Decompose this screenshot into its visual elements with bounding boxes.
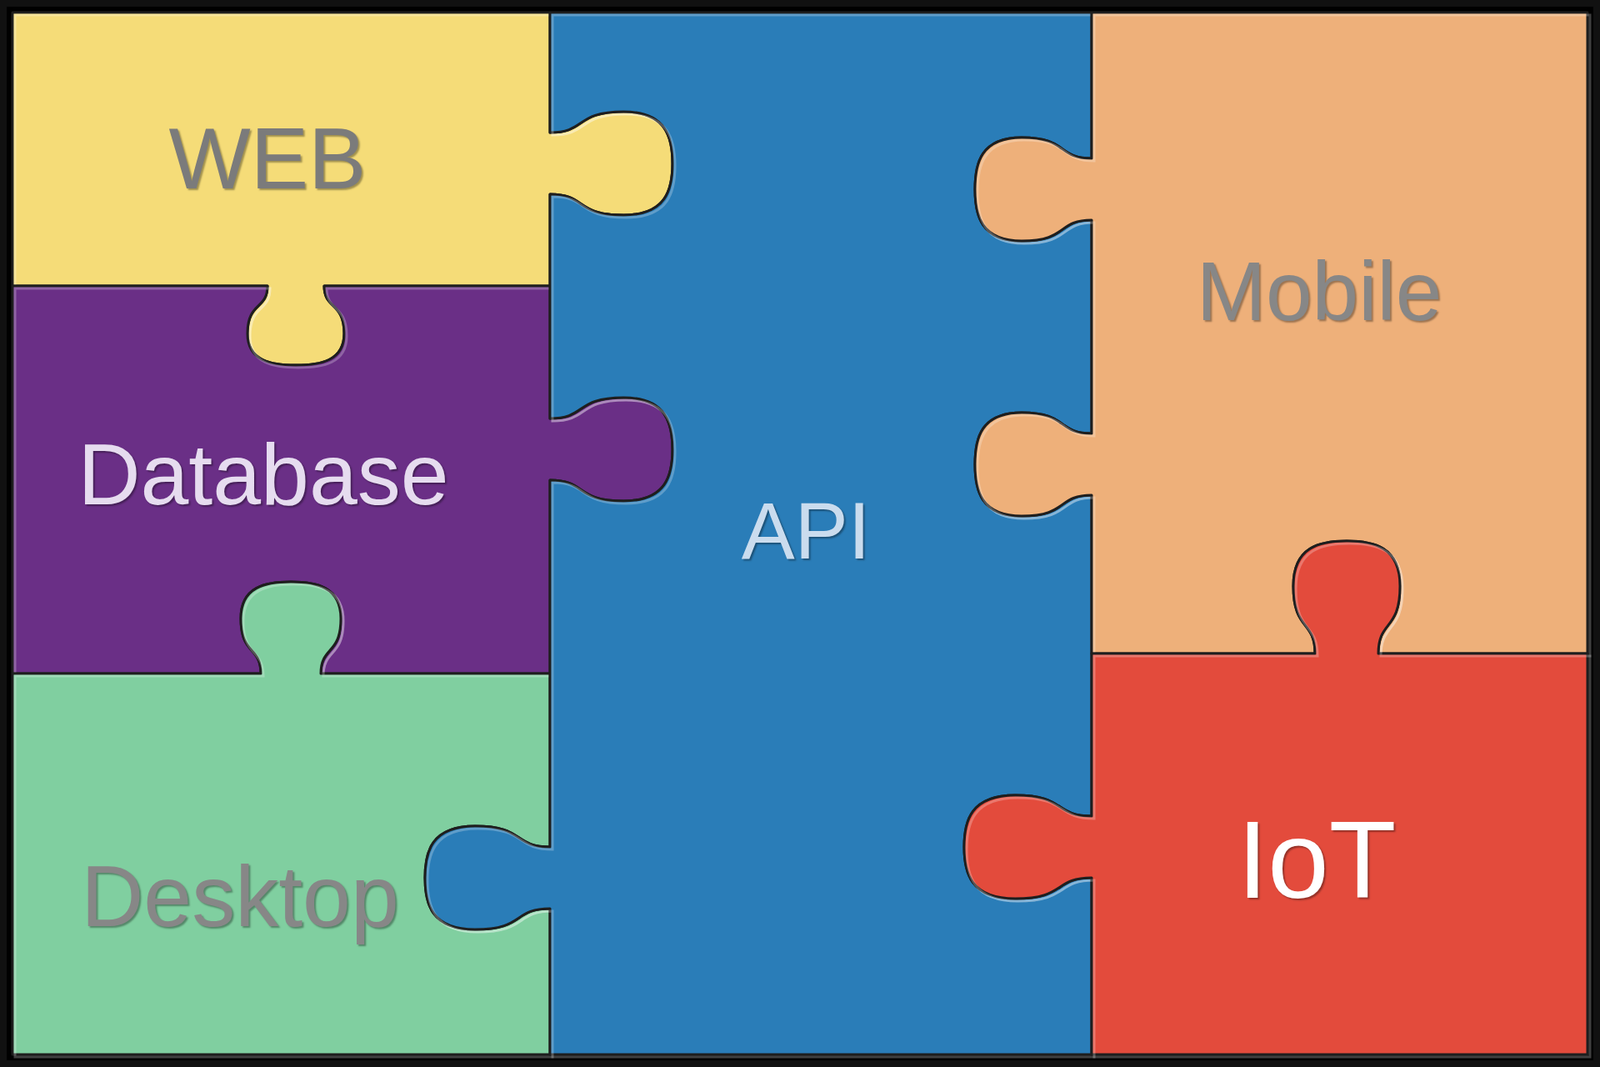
- puzzle-shape: [964, 540, 1588, 1055]
- piece-label: IoT: [1237, 805, 1397, 915]
- puzzle-shape: [12, 581, 550, 1055]
- piece-label: Database: [77, 430, 449, 518]
- iot-piece: IoT: [964, 540, 1588, 1055]
- piece-outline: [12, 581, 550, 1055]
- mobile-piece: Mobile: [975, 12, 1588, 654]
- bevel-highlight: [966, 543, 1590, 1057]
- desktop-piece: Desktop: [12, 581, 550, 1055]
- bevel-highlight: [15, 584, 553, 1057]
- piece-outline: [964, 540, 1588, 1055]
- frame-outline: [3, 3, 1597, 1064]
- piece-label: API: [741, 490, 871, 571]
- bevel-highlight: [977, 15, 1590, 656]
- piece-label: WEB: [169, 115, 367, 202]
- piece-label: Desktop: [80, 852, 400, 940]
- puzzle-shape: [975, 12, 1588, 654]
- piece-outline: [975, 12, 1588, 654]
- piece-label: Mobile: [1196, 249, 1443, 333]
